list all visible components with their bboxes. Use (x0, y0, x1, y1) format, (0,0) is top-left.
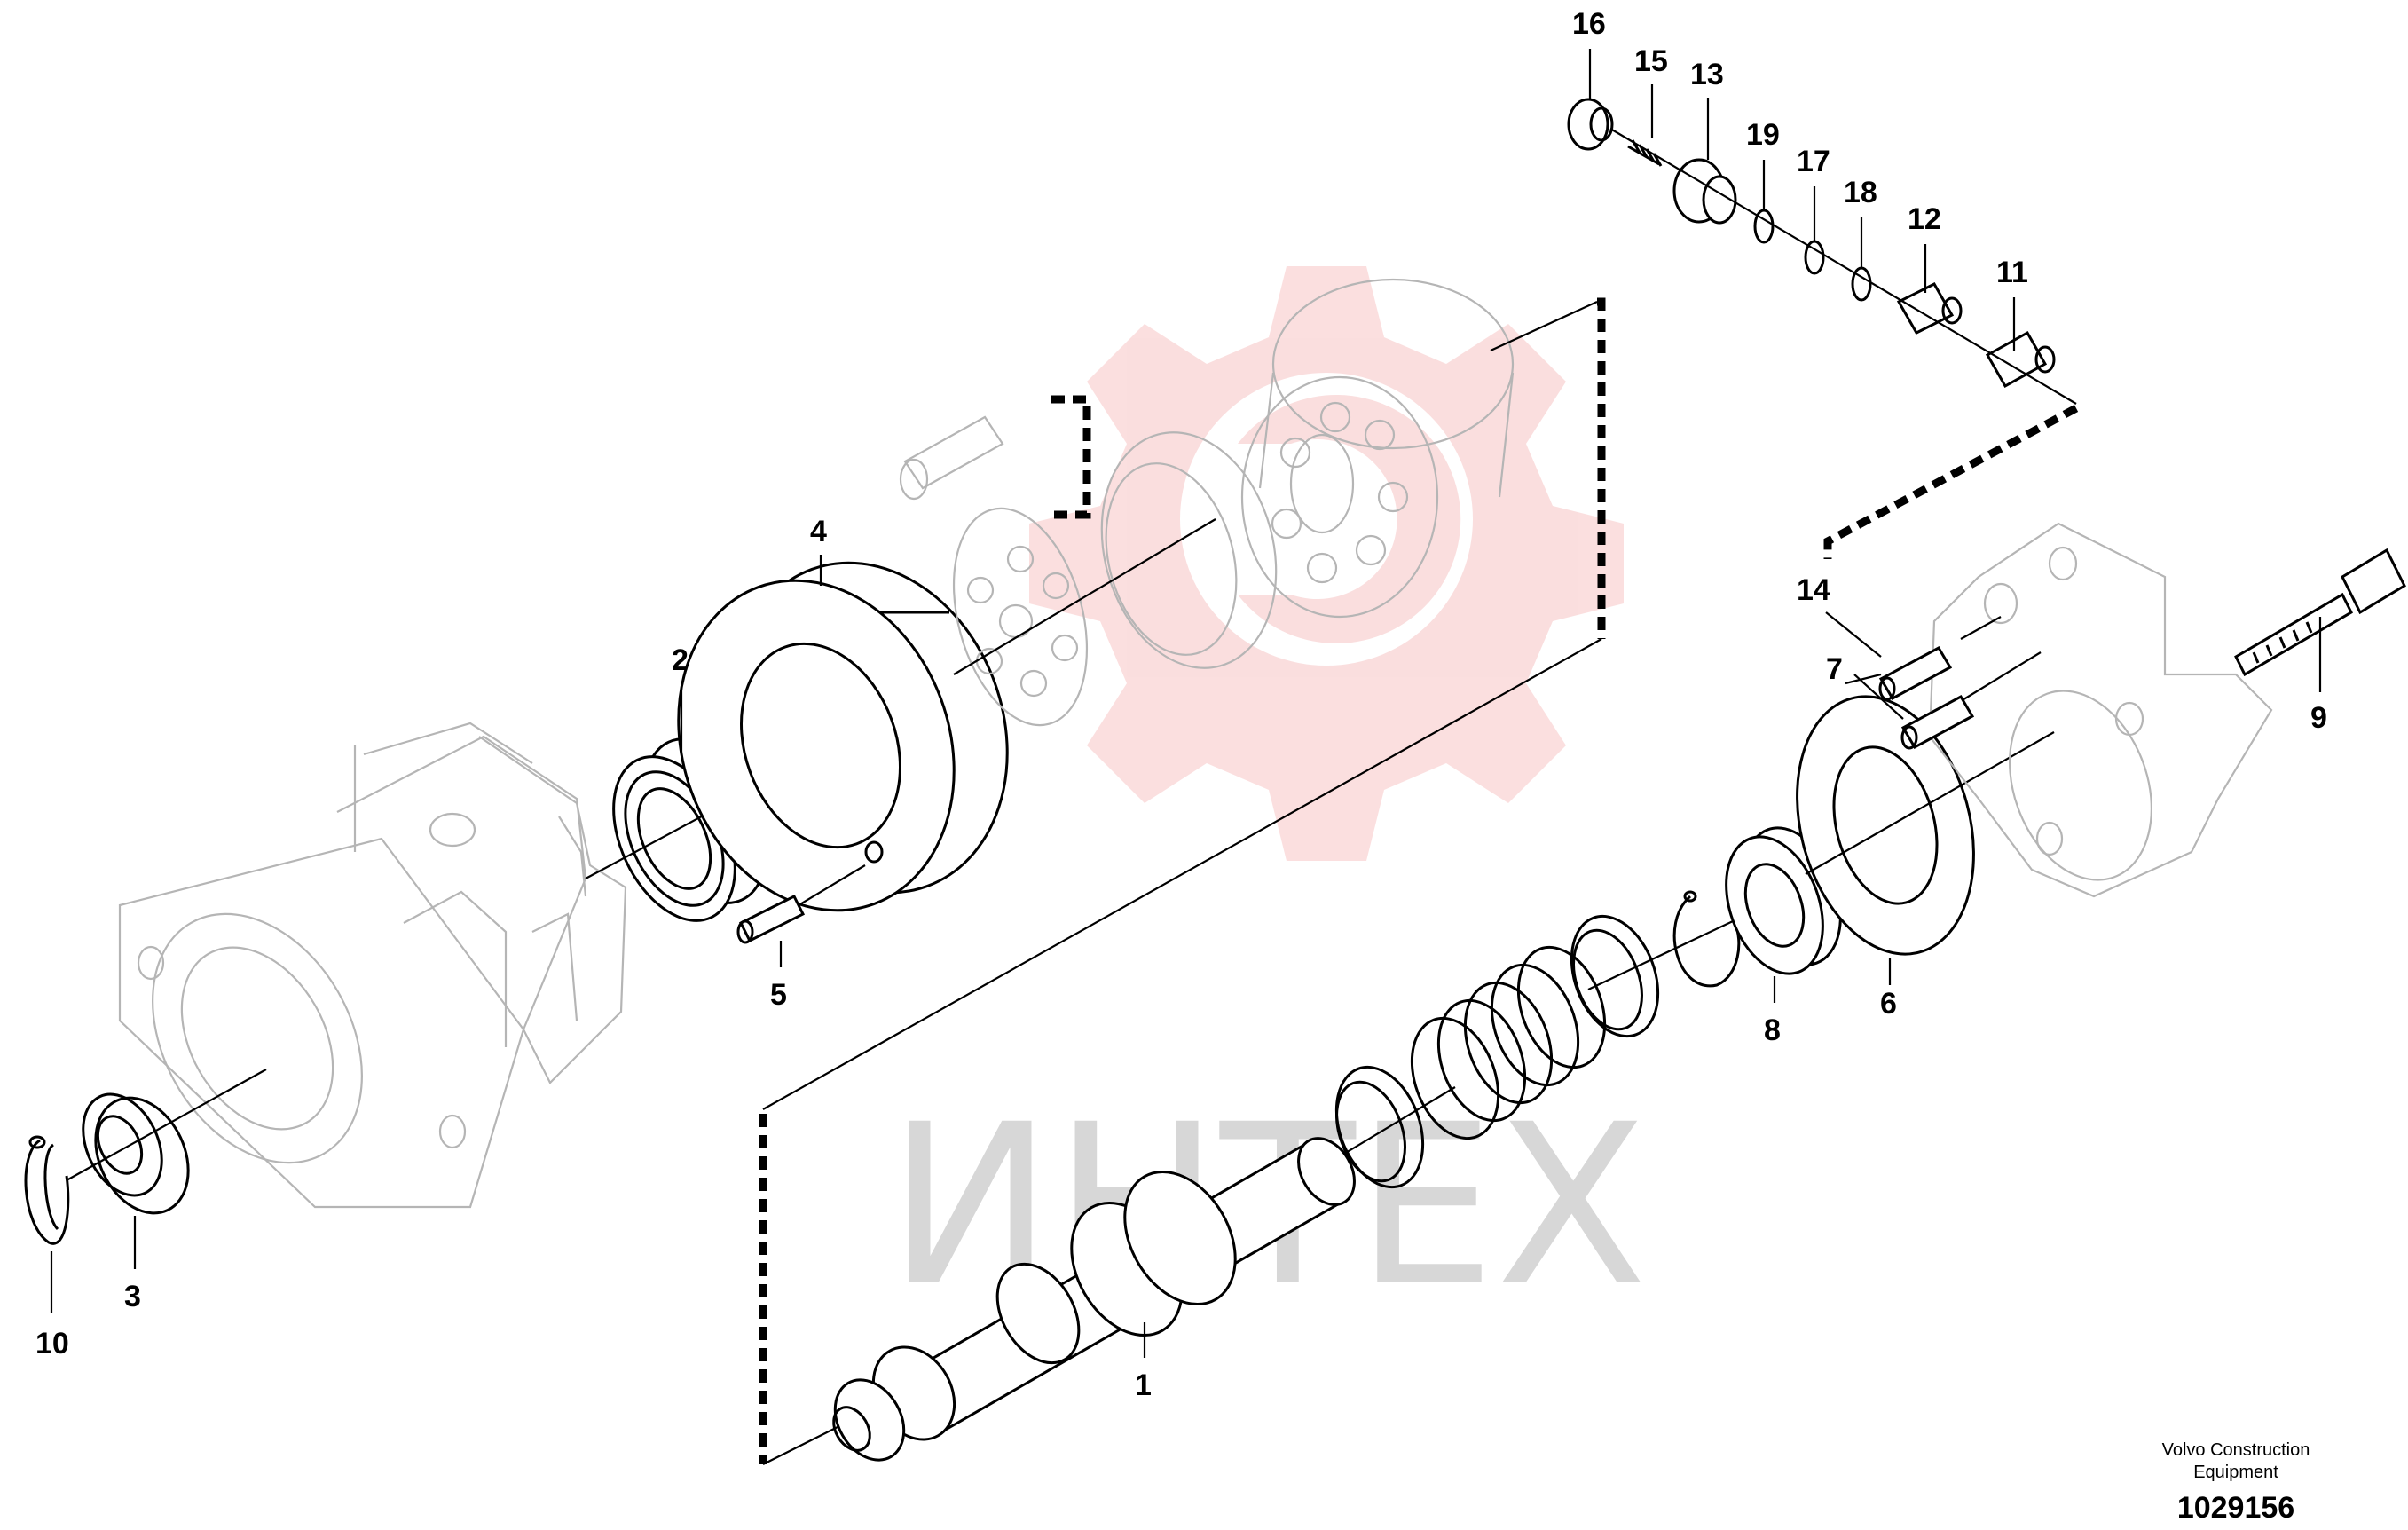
callout-19: 19 (1746, 118, 1780, 152)
part-1-shaft (832, 1137, 1356, 1462)
retainer-plate (1100, 431, 1278, 669)
piston (899, 415, 1004, 501)
part-9-bolt (2234, 548, 2406, 677)
part-6-thrust-plate (1796, 695, 1975, 956)
dashed-connector (1051, 395, 1091, 519)
callout-18: 18 (1844, 176, 1877, 209)
part-7-pin (1900, 694, 1975, 750)
callout-12: 12 (1908, 202, 1941, 236)
part-10-snap-ring (24, 1135, 70, 1245)
watermark-gear-logo (1029, 266, 1624, 861)
axis-line (1609, 128, 2077, 405)
rear-cover (1928, 522, 2273, 898)
part-12-sleeve (1896, 282, 1963, 335)
leader-lines (50, 49, 2322, 1358)
part-3-oil-seal (82, 1092, 190, 1215)
valve-plate (952, 507, 1089, 727)
callout-3: 3 (124, 1280, 141, 1313)
figure-id: 1029156 (2177, 1491, 2294, 1525)
part-13-plug (1672, 158, 1737, 225)
callout-5: 5 (770, 978, 787, 1012)
axis-line (1587, 913, 1749, 990)
callout-6: 6 (1880, 987, 1897, 1021)
axis-line (953, 518, 1216, 675)
part-16-cap (1567, 98, 1614, 151)
dashed-connector (1597, 297, 1606, 639)
part-11-poppet (1985, 330, 2056, 389)
spring (1410, 945, 1607, 1140)
axis-line (762, 638, 1602, 1110)
callout-2: 2 (672, 643, 689, 677)
callout-15: 15 (1634, 44, 1668, 78)
spacer-ring (1570, 914, 1660, 1038)
axis-line (762, 1419, 853, 1465)
part-14-pin (1878, 645, 1953, 701)
brand-line-2: Equipment (2193, 1463, 2278, 1482)
callout-1: 1 (1135, 1368, 1152, 1402)
brand-line-1: Volvo Construction (2162, 1440, 2310, 1460)
callout-8: 8 (1764, 1013, 1781, 1047)
callout-10: 10 (35, 1327, 69, 1360)
cylinder-block (1240, 278, 1515, 619)
axis-line (1490, 301, 1598, 351)
callout-4: 4 (810, 515, 827, 548)
part-5-pin (736, 894, 806, 944)
snap-ring (1672, 890, 1741, 988)
part-4-bearing-housing (677, 561, 1009, 912)
dashed-connector (1823, 405, 2079, 559)
part-15-spring (1627, 139, 1663, 167)
callout-7: 7 (1826, 652, 1843, 686)
callout-14: 14 (1797, 573, 1830, 607)
axis-line (1960, 651, 2042, 702)
motor-housing (118, 722, 627, 1209)
callout-13: 13 (1690, 58, 1724, 91)
callout-9: 9 (2310, 701, 2327, 735)
axis-line (66, 1069, 267, 1181)
callout-17: 17 (1797, 145, 1830, 178)
axis-line (1805, 731, 2055, 875)
axis-line (798, 864, 866, 906)
callout-16: 16 (1572, 7, 1606, 41)
axis-line (1960, 616, 2002, 640)
callout-11: 11 (1996, 256, 2028, 289)
spacer-ring (1334, 1065, 1425, 1189)
